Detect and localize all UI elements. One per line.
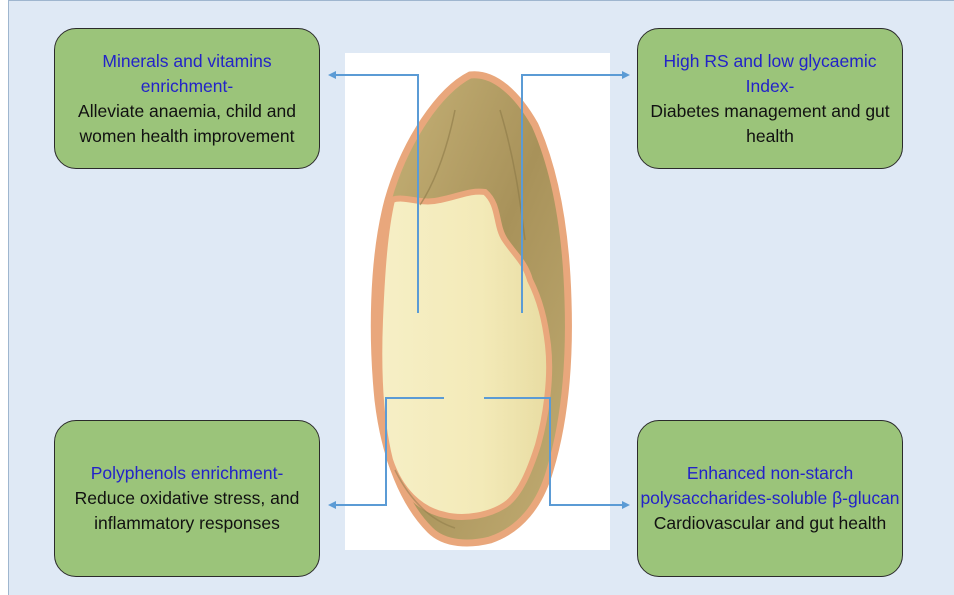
- benefit-box-polyphenols: Polyphenols enrichment- Reduce oxidative…: [54, 420, 320, 577]
- rice-grain: [374, 75, 568, 543]
- benefit-box-minerals-vitamins: Minerals and vitamins enrichment- Allevi…: [54, 28, 320, 169]
- box-body: Cardiovascular and gut health: [654, 511, 887, 536]
- box-body: Diabetes management and gut health: [638, 99, 902, 149]
- box-heading: Minerals and vitamins enrichment-: [55, 49, 319, 99]
- box-body: Alleviate anaemia, child and women healt…: [55, 99, 319, 149]
- benefit-box-resistant-starch: High RS and low glycaemic Index- Diabete…: [637, 28, 903, 169]
- box-heading: High RS and low glycaemic Index-: [638, 49, 902, 99]
- box-heading: Enhanced non-starch polysaccharides-solu…: [638, 461, 902, 511]
- box-body: Reduce oxidative stress, and inflammator…: [55, 486, 319, 536]
- benefit-box-beta-glucan: Enhanced non-starch polysaccharides-solu…: [637, 420, 903, 577]
- box-heading: Polyphenols enrichment-: [91, 461, 284, 486]
